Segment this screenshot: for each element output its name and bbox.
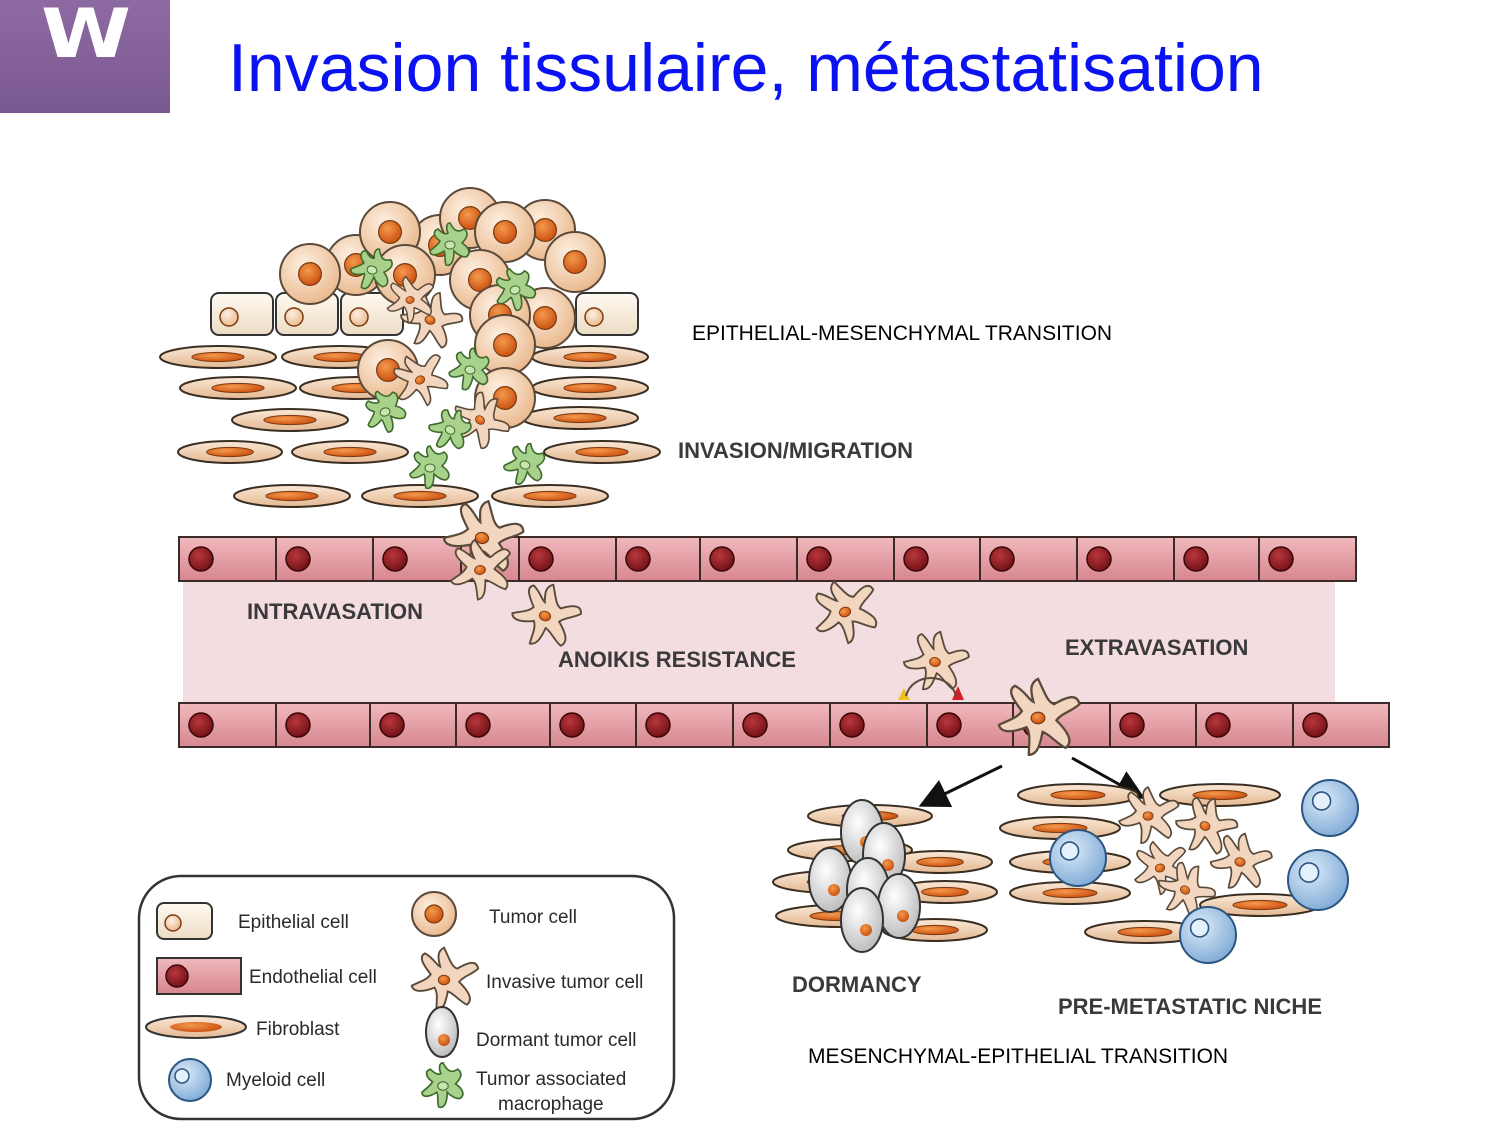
endothelial-cell <box>178 536 277 582</box>
tumor-mass <box>279 187 606 491</box>
label-dormancy: DORMANCY <box>792 972 922 997</box>
endothelial-cell <box>1076 536 1175 582</box>
fibroblast-cell <box>1159 783 1281 807</box>
fibroblast-cell <box>291 440 409 464</box>
fibroblast-cell <box>1017 783 1139 807</box>
logo-letter: W <box>40 0 131 74</box>
label-extravasation: EXTRAVASATION <box>1065 635 1248 660</box>
legend-fibroblast-label: Fibroblast <box>256 1019 340 1040</box>
label-emt: EPITHELIAL-MESENCHYMAL TRANSITION <box>692 322 1112 345</box>
blood-vessel <box>178 536 1390 748</box>
legend-frame <box>137 874 676 1121</box>
fibroblast-cell <box>361 484 479 508</box>
slide-title: Invasion tissulaire, métastatisation <box>228 30 1264 106</box>
endothelial-cell <box>699 536 798 582</box>
fibroblast-cell <box>231 408 349 432</box>
fibroblast-cell <box>521 406 639 430</box>
endothelial-cell <box>635 702 734 748</box>
endothelial-cell <box>829 702 928 748</box>
tumor-cell <box>544 231 606 293</box>
legend-epithelial-label: Epithelial cell <box>238 912 349 933</box>
fibroblast-cell <box>543 440 661 464</box>
legend-tumor-label: Tumor cell <box>489 907 577 928</box>
endothelial-cell <box>369 702 457 748</box>
tumor-cell <box>279 243 341 305</box>
legend-dormant-label: Dormant tumor cell <box>476 1030 637 1051</box>
legend: Epithelial cell Endothelial cell Fibrobl… <box>137 874 676 1121</box>
fibroblast-cell <box>531 345 649 369</box>
endothelial-cell <box>893 536 981 582</box>
endothelial-cell <box>178 702 277 748</box>
legend-tam-label-line1: Tumor associated <box>476 1069 626 1090</box>
legend-tam-label-line2: macrophage <box>498 1094 604 1115</box>
label-met: MESENCHYMAL-EPITHELIAL TRANSITION <box>808 1045 1228 1068</box>
legend-endothelial-label: Endothelial cell <box>249 967 377 988</box>
endothelial-cell <box>796 536 895 582</box>
endothelial-cell <box>732 702 831 748</box>
fibroblast-cell <box>159 345 277 369</box>
fibroblast-cell <box>1199 893 1321 917</box>
tumor-associated-macrophage <box>409 445 450 490</box>
myeloid-cell <box>1287 849 1349 911</box>
legend-myeloid-icon <box>168 1058 212 1102</box>
endothelial-cell <box>549 702 637 748</box>
tumor-cell <box>357 339 419 401</box>
legend-dormant-icon <box>425 1006 459 1058</box>
endothelial-cell <box>1292 702 1390 748</box>
fibroblast-cell <box>531 376 649 400</box>
tumor-cell <box>514 287 576 349</box>
label-anoikis: ANOIKIS RESISTANCE <box>558 647 796 672</box>
legend-invasive-label: Invasive tumor cell <box>486 972 643 993</box>
fibroblast-cell <box>179 376 297 400</box>
fibroblast-cell <box>233 484 351 508</box>
epithelial-cell <box>210 292 274 336</box>
endothelial-cell <box>979 536 1078 582</box>
epithelial-cell <box>340 292 404 336</box>
myeloid-cell <box>1179 906 1237 964</box>
adhesion-molecule-yellow <box>898 688 910 700</box>
endothelial-cell <box>372 536 462 582</box>
endothelial-cell <box>1173 536 1260 582</box>
fibroblast-cell <box>177 440 283 464</box>
endothelial-cell <box>275 702 371 748</box>
tumor-cell <box>474 314 536 376</box>
endothelial-cell <box>926 702 1014 748</box>
label-niche: PRE-METASTATIC NICHE <box>1058 994 1322 1019</box>
dormant-tumor-cell <box>877 873 921 939</box>
vessel-wall-bottom <box>178 702 1390 748</box>
adhesion-molecule-red <box>952 686 964 700</box>
dormant-tumor-cell <box>808 847 852 913</box>
endothelial-cell <box>1109 702 1197 748</box>
epithelial-cell <box>575 292 639 336</box>
endothelial-cell <box>615 536 701 582</box>
fibroblast-cell <box>491 484 609 508</box>
arrow-to-dormancy <box>918 764 1003 807</box>
dormant-tumor-cell <box>840 887 884 953</box>
myeloid-cell <box>1049 829 1107 887</box>
endothelial-cell <box>275 536 374 582</box>
endothelial-cell <box>1258 536 1357 582</box>
endothelial-cell <box>518 536 617 582</box>
label-intravasation: INTRAVASATION <box>247 599 423 624</box>
epithelial-layer <box>210 292 639 336</box>
tumor-associated-macrophage <box>499 437 550 491</box>
vessel-lumen <box>183 580 1335 706</box>
pre-metastatic-niche-cluster <box>999 779 1359 964</box>
label-invasion: INVASION/MIGRATION <box>678 438 913 463</box>
endothelial-cell <box>1195 702 1294 748</box>
rolling-tether <box>905 677 957 697</box>
endothelial-cell <box>455 702 551 748</box>
myeloid-cell <box>1301 779 1359 837</box>
legend-myeloid-label: Myeloid cell <box>226 1070 325 1091</box>
dormancy-cluster <box>772 799 998 953</box>
vessel-wall-top <box>178 536 1357 582</box>
logo: W <box>0 0 170 113</box>
